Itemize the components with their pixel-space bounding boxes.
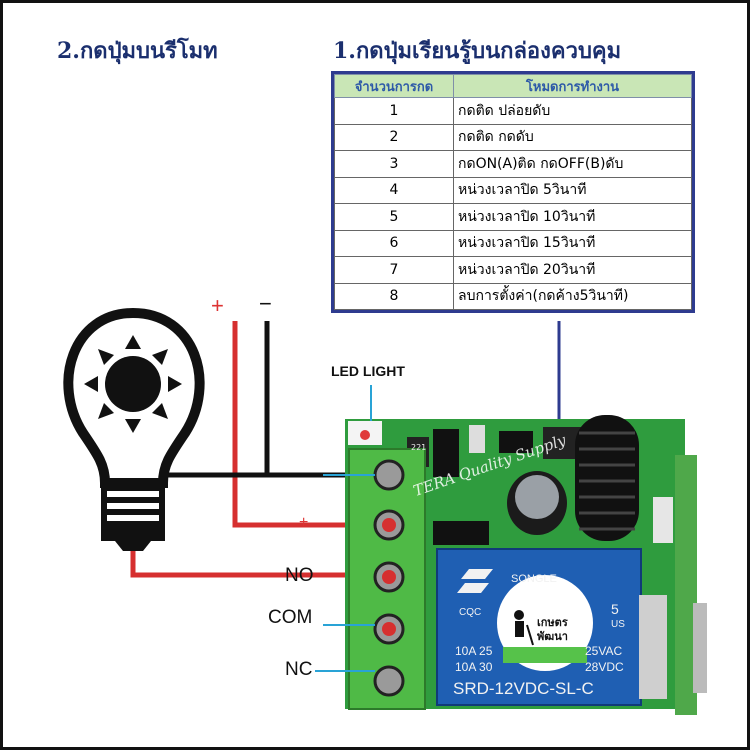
mode-label: กดติด กดดับ [453, 123, 692, 151]
no-terminal-label: NO [285, 565, 314, 586]
press-count: 4 [334, 176, 454, 204]
mode-label: หน่วงเวลาปิด 15วินาที [453, 229, 692, 257]
supply-minus-label: − [259, 291, 272, 316]
relay-us: US [611, 619, 625, 630]
relay-rating-a2: 10A 30 [455, 660, 493, 674]
negative-terminal-label: - [297, 466, 303, 483]
relay-rating-b2: 28VDC [585, 660, 624, 674]
press-count: 3 [334, 150, 454, 178]
badge-line-2: พัฒนา [537, 630, 568, 643]
wire-positive [232, 321, 387, 528]
relay-brand: SONGLE [511, 573, 557, 585]
badge-line-1: เกษตร [537, 616, 568, 629]
press-count: 8 [334, 282, 454, 310]
nc-terminal-label: NC [285, 659, 313, 680]
press-count: 6 [334, 229, 454, 257]
bulb-icon [63, 307, 205, 551]
mode-label: หน่วงเวลาปิด 5วินาที [453, 176, 692, 204]
com-terminal-label: COM [268, 607, 313, 628]
press-count: 5 [334, 203, 454, 231]
mode-label: กดติด ปล่อยดับ [453, 97, 692, 125]
relay-rating-b1: 25VAC [585, 644, 623, 658]
press-count: 2 [334, 123, 454, 151]
relay-model: SRD-12VDC-SL-C [453, 679, 594, 698]
relay-logo-icon [457, 569, 493, 593]
relay-digit: 5 [611, 601, 619, 617]
side-header [675, 455, 697, 715]
antenna-coil [575, 415, 639, 541]
mode-table-header: จำนวนการกด โหมดการทำงาน [334, 74, 692, 98]
positive-terminal-label: + [299, 514, 309, 531]
chip-label: 221 [411, 443, 427, 452]
header-mode: โหมดการทำงาน [453, 74, 692, 98]
terminal-screws [373, 459, 405, 697]
mode-label: ลบการตั้งค่า(กดค้าง5วินาที) [453, 282, 692, 310]
mode-label: กดON(A)ติด กดOFF(B)ดับ [453, 150, 692, 178]
relay-rating-a1: 10A 25 [455, 644, 493, 658]
supply-plus-label: + [211, 293, 224, 318]
relay-cqc: CQC [459, 607, 482, 618]
remote-step-title: 2.กดปุ่มบนรีโมท [57, 38, 218, 64]
farmer-icon [514, 610, 534, 646]
chip-component [433, 429, 459, 477]
led-light-label: LED LIGHT [331, 363, 405, 379]
mode-label: หน่วงเวลาปิด 20วินาที [453, 256, 692, 284]
mode-label: หน่วงเวลาปิด 10วินาที [453, 203, 692, 231]
box-step-title: 1.กดปุ่มเรียนรู้บนกล่องควบคุม [333, 38, 622, 64]
wire-lamp-no [130, 551, 387, 578]
wiring-illustration [63, 307, 707, 715]
